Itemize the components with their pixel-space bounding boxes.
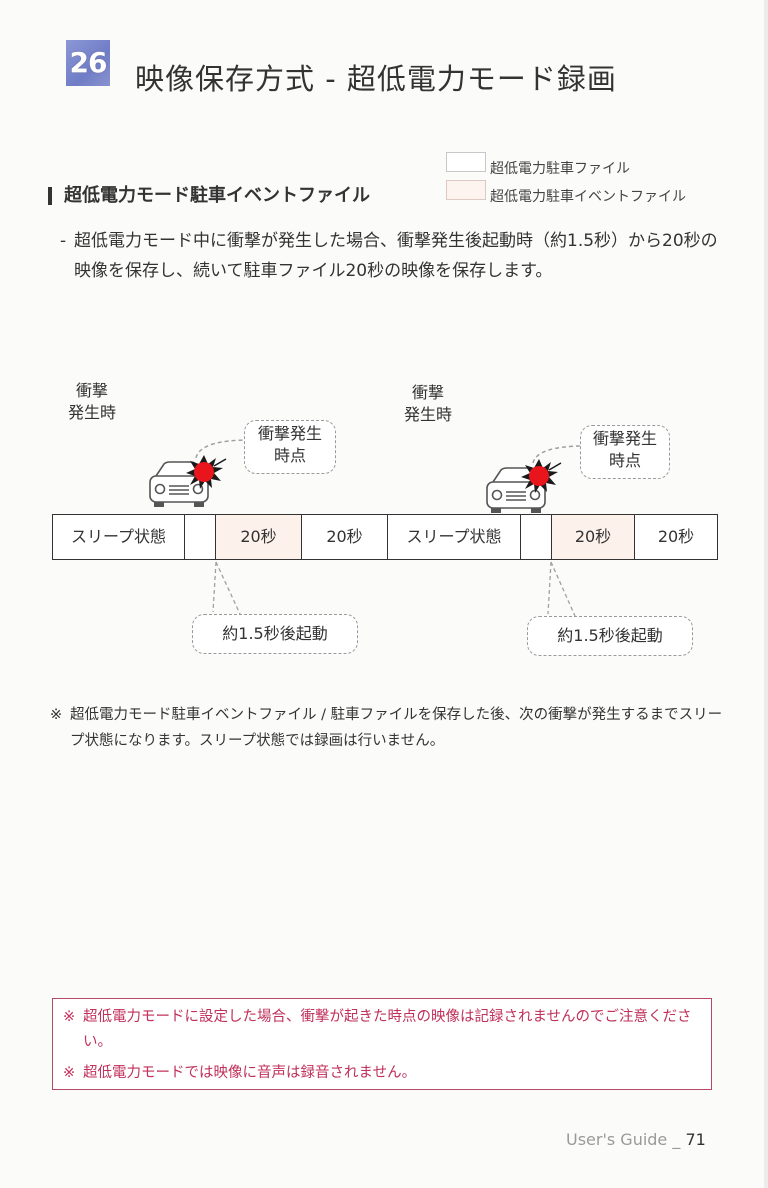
note-text: 超低電力モード駐車イベントファイル / 駐車ファイルを保存した後、次の衝撃が発生… (70, 707, 723, 749)
warning-box: ※ 超低電力モードに設定した場合、衝撃が起きた時点の映像は記録されませんのでご注… (52, 998, 712, 1090)
callout-line: 衝撃発生 (257, 424, 322, 443)
section-marker (48, 187, 52, 205)
legend-label: 超低電力駐車ファイル (490, 161, 630, 177)
warning-item: ※ 超低電力モードに設定した場合、衝撃が起きた時点の映像は記録されませんのでご注… (63, 1005, 703, 1055)
description-text: 超低電力モード中に衝撃が発生した場合、衝撃発生後起動時（約1.5秒）から20秒の… (74, 231, 718, 281)
page-number: 71 (685, 1130, 706, 1149)
warning-text: 超低電力モードに設定した場合、衝撃が起きた時点の映像は記録されませんのでご注意く… (83, 1009, 692, 1050)
sleep-note: ※ 超低電力モード駐車イベントファイル / 駐車ファイルを保存した後、次の衝撃が… (50, 702, 730, 754)
timeline-segment-parking: 20秒 (657, 527, 695, 546)
section-description: - 超低電力モード中に衝撃が発生した場合、衝撃発生後起動時（約1.5秒）から20… (60, 226, 720, 286)
recording-timeline: スリープ状態 20秒 20秒 スリープ状態 20秒 20秒 (52, 514, 718, 560)
impact-burst-icon (521, 459, 562, 493)
timeline-segment-event: 20秒 (552, 515, 635, 559)
callout-line: 衝撃発生 (592, 429, 657, 448)
boot-delay-callout-1: 約1.5秒後起動 (192, 614, 358, 654)
chapter-number-badge: 26 (66, 40, 110, 86)
impact-label-2: 衝撃 発生時 (388, 382, 468, 426)
impact-point-callout-1: 衝撃発生 時点 (244, 420, 336, 474)
timeline-segment-sleep: スリープ状態 (53, 515, 185, 559)
note-mark: ※ (50, 707, 63, 723)
diagram-graphics (149, 439, 586, 617)
legend-swatch-event (446, 180, 486, 200)
impact-label-line: 発生時 (403, 405, 452, 424)
boot-delay-callout-2: 約1.5秒後起動 (527, 616, 693, 656)
warning-item: ※ 超低電力モードでは映像に音声は録音されません。 (63, 1061, 703, 1086)
impact-label-1: 衝撃 発生時 (52, 380, 132, 424)
section-title: 超低電力モード駐車イベントファイル (64, 185, 370, 206)
page-footer: User's Guide _ 71 (566, 1130, 706, 1149)
timeline-segment-event: 20秒 (216, 515, 302, 559)
impact-point-callout-2: 衝撃発生 時点 (580, 425, 670, 479)
impact-label-line: 衝撃 (411, 383, 444, 402)
warning-mark: ※ (63, 1009, 76, 1025)
warning-mark: ※ (63, 1065, 76, 1081)
impact-burst-icon (186, 455, 227, 489)
timeline-segment-boot (521, 515, 552, 559)
legend-swatch-parking (446, 152, 486, 172)
guide-label: User's Guide _ (566, 1130, 686, 1149)
callout-line: 時点 (273, 446, 306, 465)
bullet-dash: - (60, 231, 67, 251)
page-title: 映像保存方式 - 超低電力モード録画 (135, 62, 617, 96)
legend-label: 超低電力駐車イベントファイル (490, 189, 686, 205)
page-edge (764, 0, 768, 1188)
impact-label-line: 衝撃 (75, 381, 108, 400)
timeline-segment-parking: 20秒 (302, 515, 388, 559)
timeline-segment-boot (185, 515, 216, 559)
callout-line: 時点 (608, 451, 641, 470)
timeline-segment-sleep: スリープ状態 (388, 515, 521, 559)
warning-text: 超低電力モードでは映像に音声は録音されません。 (83, 1065, 417, 1081)
impact-label-line: 発生時 (67, 403, 116, 422)
